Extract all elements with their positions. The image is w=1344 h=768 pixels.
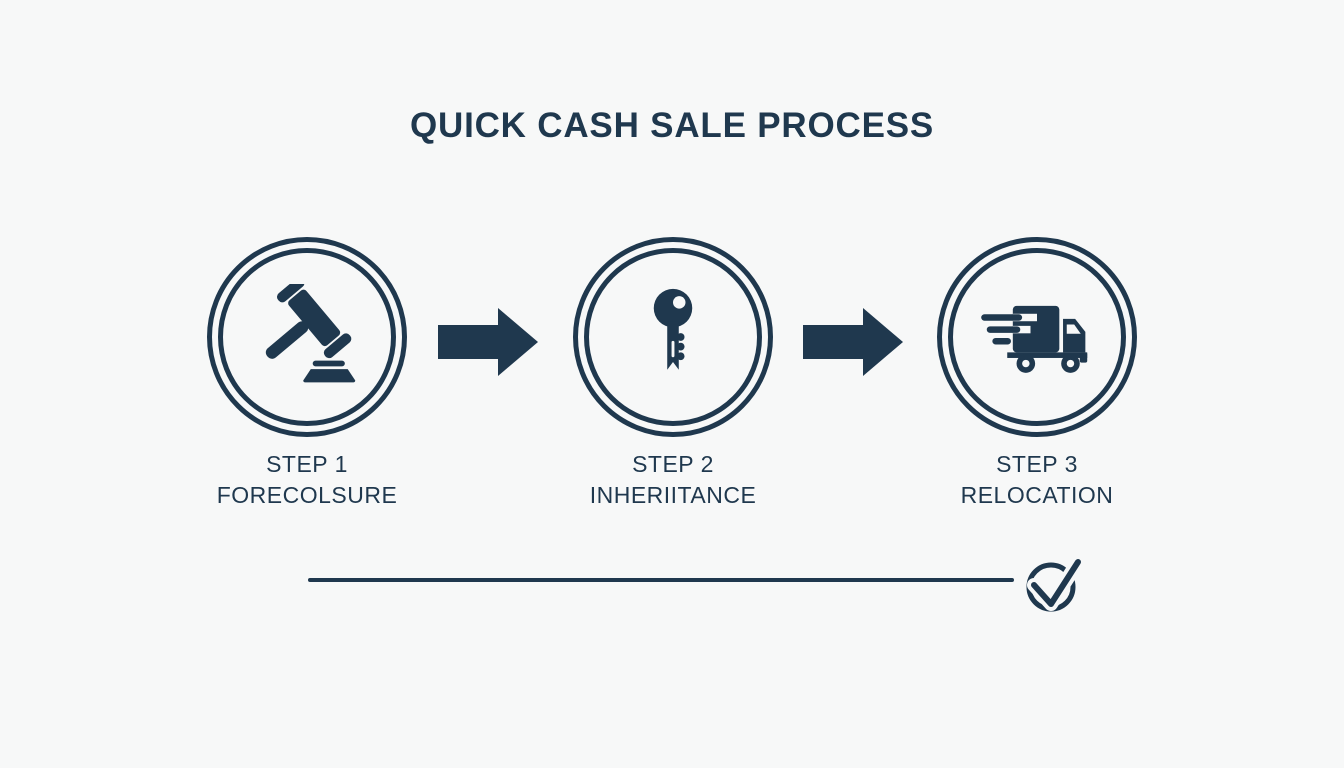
step-3: STEP 3 RELOCATION [937,237,1137,511]
gavel-icon [265,284,356,383]
page-title: QUICK CASH SALE PROCESS [409,106,935,145]
step-2: STEP 2 INHERIITANCE [573,237,773,511]
step-1-name: FORECOLSURE [216,482,398,508]
step-3-name: RELOCATION [960,482,1114,508]
step-1-number: STEP 1 [266,451,348,477]
step-2-circle [573,237,773,437]
step-2-number: STEP 2 [632,451,714,477]
arrow-shaft [438,325,500,359]
arrow-head [498,308,538,376]
step-3-label: STEP 3 RELOCATION [937,449,1137,511]
arrow-head [863,308,903,376]
divider-line [308,578,1014,582]
arrow-right-icon [803,308,903,376]
step-3-number: STEP 3 [996,451,1078,477]
step-1-label: STEP 1 FORECOLSURE [207,449,407,511]
step-2-label: STEP 2 INHERIITANCE [573,449,773,511]
step-1: STEP 1 FORECOLSURE [207,237,407,511]
check-circle-icon [1020,554,1088,618]
step-1-circle [207,237,407,437]
key-icon [653,288,693,370]
step-2-name: INHERIITANCE [589,482,757,508]
arrow-shaft [803,325,865,359]
truck-icon [981,305,1088,373]
step-3-circle [937,237,1137,437]
arrow-right-icon [438,308,538,376]
